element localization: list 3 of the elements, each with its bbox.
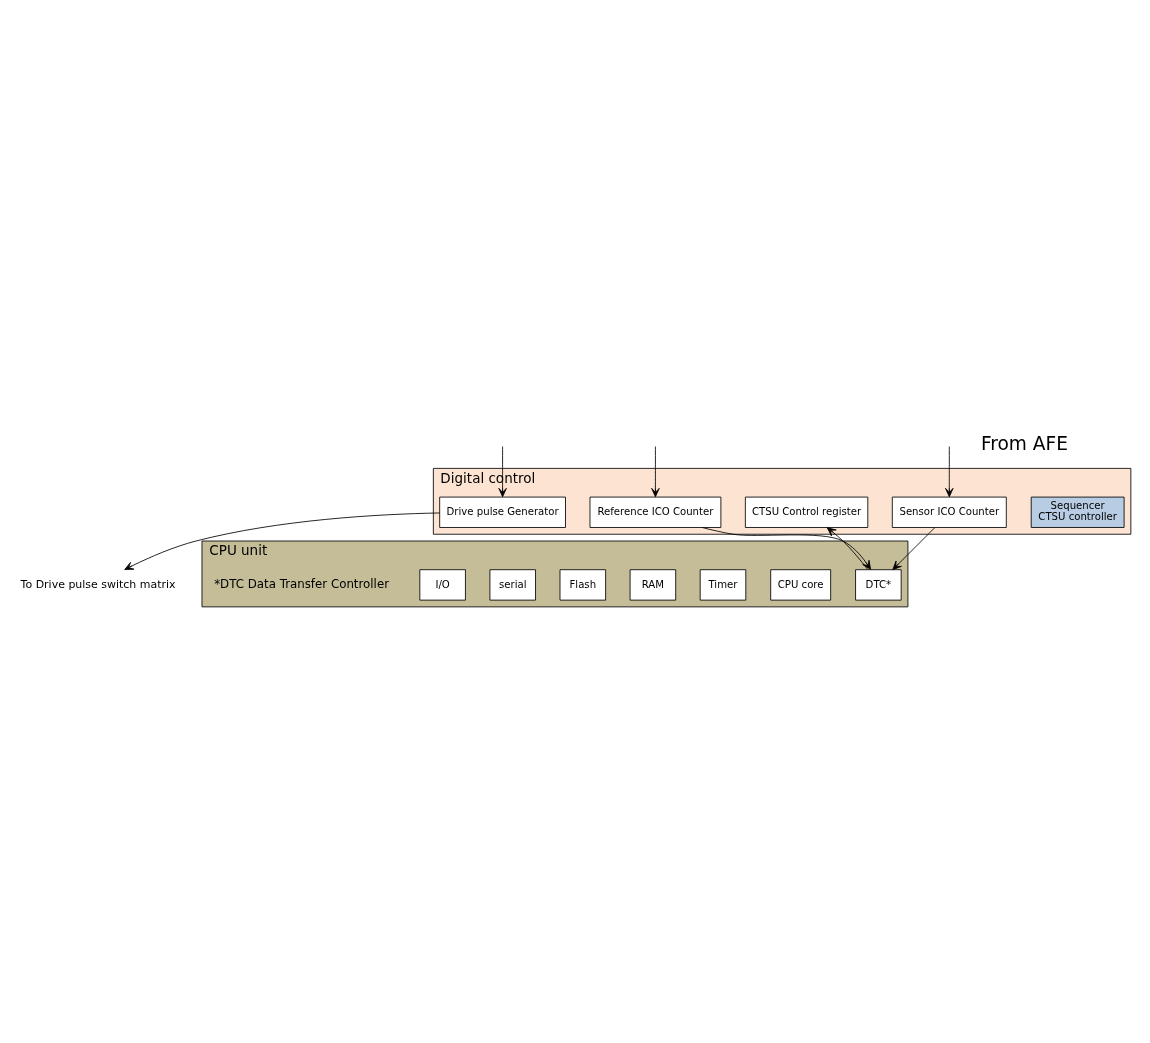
label: *DTC Data Transfer Controller (214, 576, 390, 591)
node-text: To Drive pulse switch matrix (20, 577, 176, 591)
label: From AFE (980, 432, 1068, 454)
